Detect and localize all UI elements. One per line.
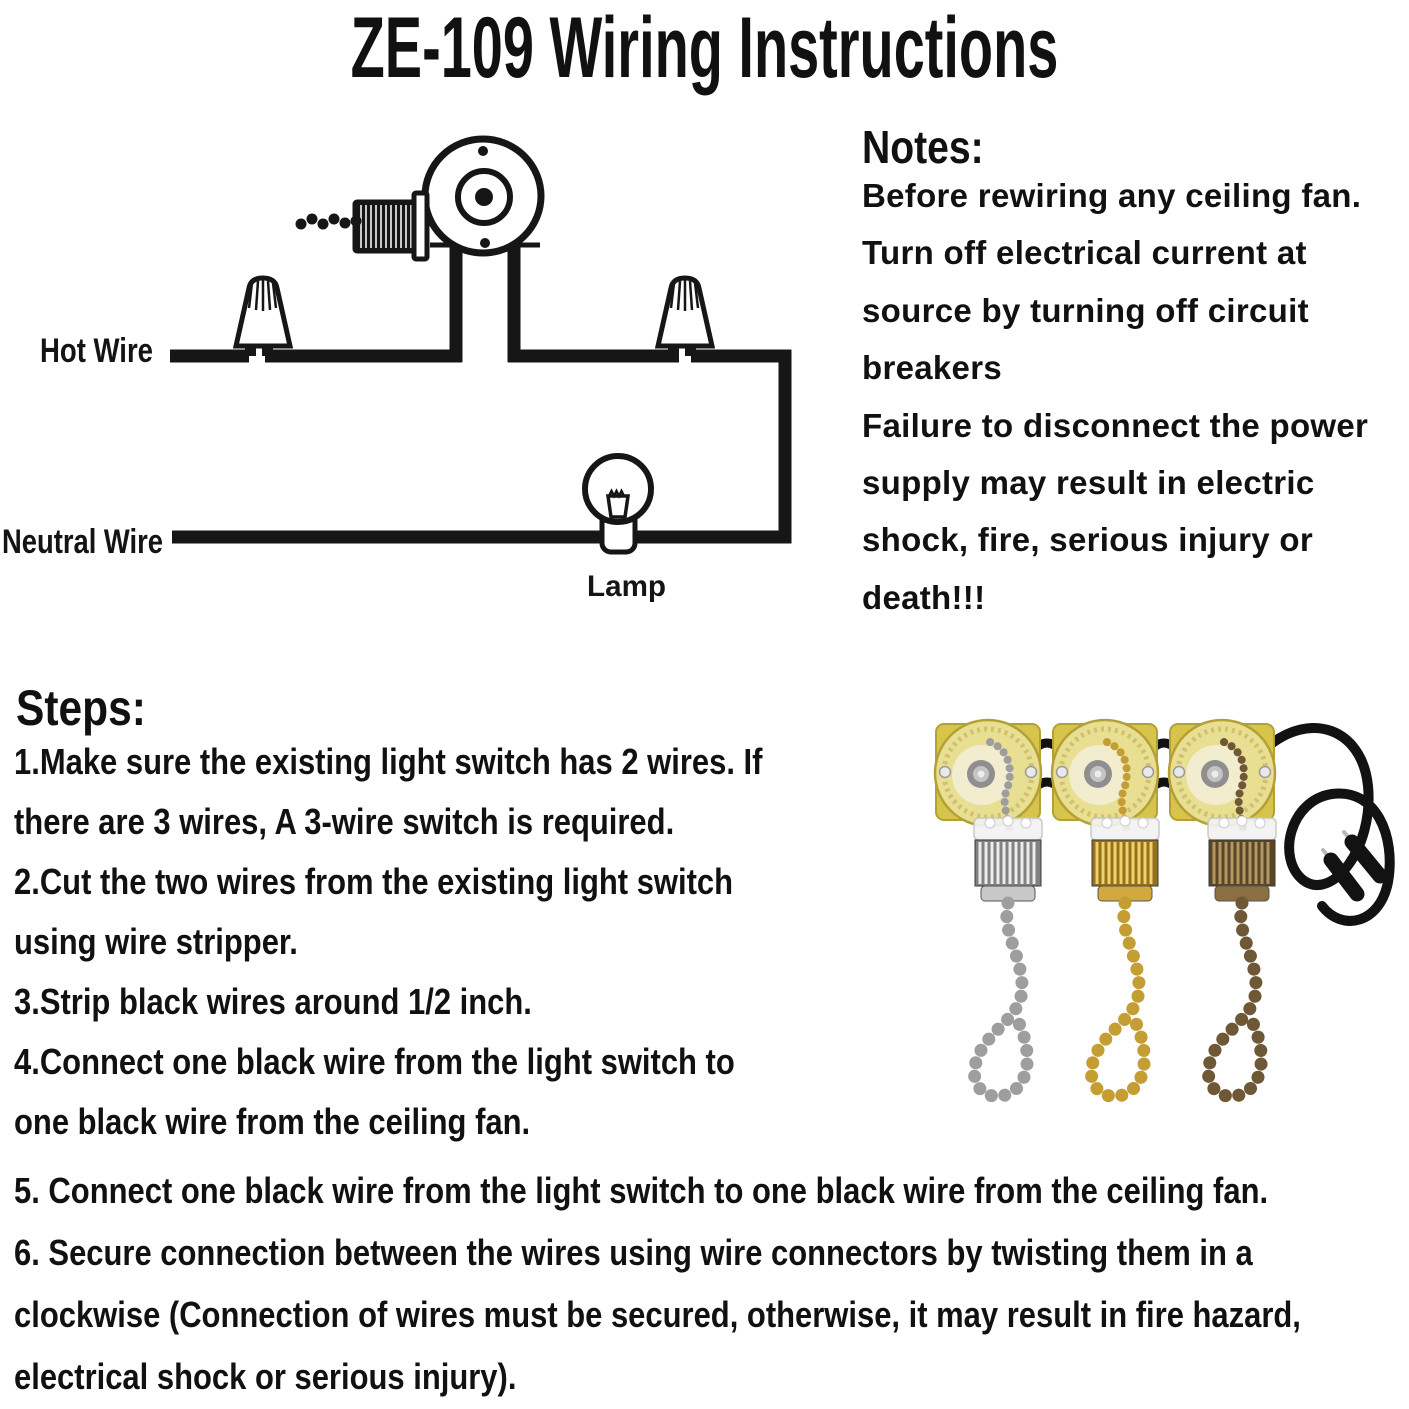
notes-line: Failure to disconnect the power <box>862 406 1369 444</box>
step-line: clockwise (Connection of wires must be s… <box>14 1294 1301 1335</box>
pull-chain-switch-brass <box>1050 718 1160 1103</box>
hot-wire-label: Hot Wire <box>40 332 153 370</box>
wire-connector-right <box>654 275 716 356</box>
rivet <box>1055 765 1069 779</box>
notes-text: Before rewiring any ceiling fan. Turn of… <box>862 167 1409 626</box>
screw-dot <box>478 146 488 156</box>
step-line: 3.Strip black wires around 1/2 inch. <box>14 981 532 1022</box>
pull-chain-switch-bronze <box>1167 718 1277 1103</box>
circuit-wire <box>172 349 792 544</box>
rivet <box>1141 765 1155 779</box>
notes-line: death!!! <box>862 578 986 616</box>
rivet <box>1024 765 1038 779</box>
bead-chain <box>1084 896 1151 1103</box>
notes-heading: Notes: <box>862 121 984 173</box>
notes-line: source by turning off circuit <box>862 291 1309 329</box>
notes-line: Before rewiring any ceiling fan. <box>862 177 1362 214</box>
pull-chain-icon <box>295 213 362 230</box>
step-line: 2.Cut the two wires from the existing li… <box>14 861 734 902</box>
wiring-diagram: Hot Wire Neutral Wire Lamp <box>2 135 792 603</box>
wire-end-cap <box>1344 834 1388 884</box>
step-line: there are 3 wires, A 3-wire switch is re… <box>14 801 675 842</box>
steps-heading: Steps: <box>16 680 146 736</box>
step-line: 5. Connect one black wire from the light… <box>14 1170 1269 1211</box>
notes-line: Turn off electrical current at <box>862 234 1307 272</box>
coiled-wire <box>1261 723 1395 926</box>
rivet <box>1258 765 1272 779</box>
step-line: 1.Make sure the existing light switch ha… <box>14 741 763 782</box>
switch-hub <box>475 188 493 206</box>
wire-connector-left <box>232 275 294 356</box>
notes-line: supply may result in electric <box>862 464 1315 502</box>
steps-text-fullwidth: 5. Connect one black wire from the light… <box>14 1160 1301 1408</box>
pull-chain-switch-nickel <box>933 718 1043 1103</box>
step-line: 4.Connect one black wire from the light … <box>14 1041 735 1082</box>
neutral-wire-label: Neutral Wire <box>2 523 163 561</box>
notes-line: shock, fire, serious injury or <box>862 521 1313 559</box>
step-line: using wire stripper. <box>14 921 298 962</box>
rivet <box>1172 765 1186 779</box>
pull-chain-switch-symbol <box>295 135 545 262</box>
step-line: 6. Secure connection between the wires u… <box>14 1232 1253 1273</box>
step-line: electrical shock or serious injury). <box>14 1356 517 1397</box>
wire-end-cap <box>1323 852 1365 902</box>
lamp-symbol <box>582 453 654 555</box>
notes-line: breakers <box>862 349 1003 387</box>
step-line: one black wire from the ceiling fan. <box>14 1101 531 1142</box>
bead-chain <box>967 896 1034 1103</box>
switch-flange <box>411 190 430 262</box>
rivet <box>938 765 952 779</box>
steps-text-column: 1.Make sure the existing light switch ha… <box>14 732 762 1152</box>
screw-dot <box>480 238 490 248</box>
bead-chain <box>1201 896 1268 1103</box>
product-photo: Three ZE-109 pull chain switches with ni… <box>933 718 1395 1103</box>
page-title: ZE-109 Wiring Instructions <box>350 0 1059 96</box>
lamp-label: Lamp <box>587 570 666 603</box>
